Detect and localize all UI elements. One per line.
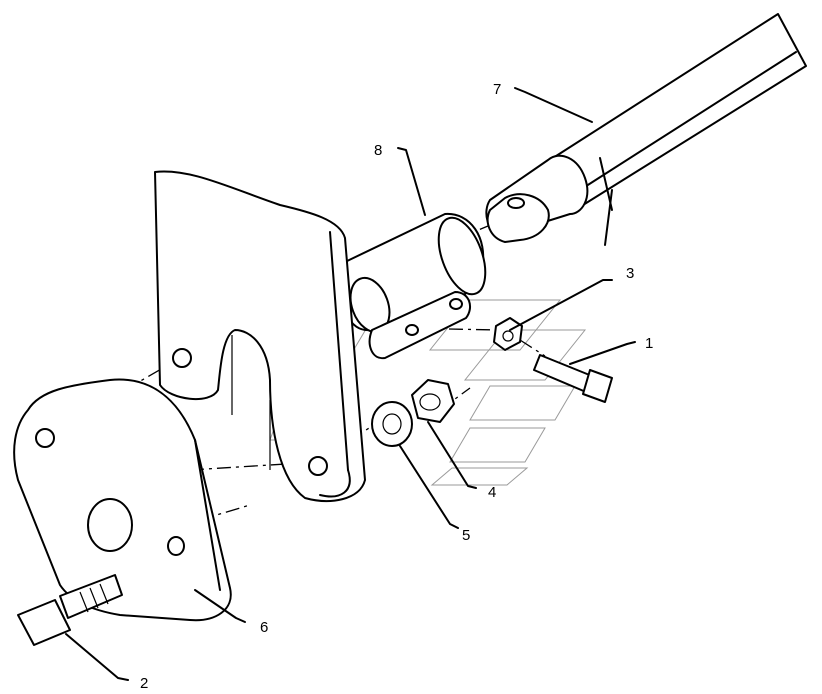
- nut-part-4: [411, 379, 455, 423]
- washer-part-5: [371, 401, 413, 447]
- callout-8: 8: [374, 142, 382, 159]
- bracket-plate: [154, 170, 366, 502]
- coupling-part-8: [341, 212, 487, 360]
- nut-part-3: [493, 317, 523, 351]
- leader-lines: [65, 87, 636, 681]
- callout-4: 4: [488, 484, 496, 501]
- callout-labels: 1 2 3 4 5 6 7 8: [140, 81, 653, 692]
- callout-7: 7: [493, 81, 501, 98]
- bolt-part-2: [17, 574, 123, 646]
- bolt-part-1: [533, 354, 613, 403]
- callout-1: 1: [645, 335, 653, 352]
- callout-3: 3: [626, 265, 634, 282]
- flange-part-6: [13, 378, 232, 622]
- callout-2: 2: [140, 675, 148, 692]
- callout-5: 5: [462, 527, 470, 544]
- shaft-part-7: [485, 13, 807, 246]
- callout-6: 6: [260, 619, 268, 636]
